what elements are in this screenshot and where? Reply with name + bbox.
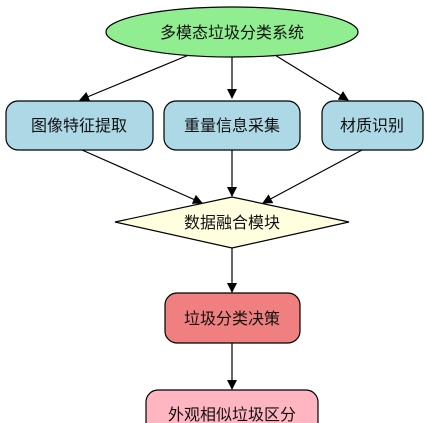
weight-info-shape — [163, 100, 301, 151]
node-output: 外观相似垃圾区分 — [145, 389, 319, 423]
material-label: 材质识别 — [340, 116, 404, 135]
material-shape — [321, 100, 424, 151]
decision-shape — [164, 292, 301, 344]
node-fusion: 数据融合模块 — [114, 196, 350, 249]
fusion-shape — [114, 196, 350, 249]
image-feature-shape — [5, 100, 154, 151]
node-material: 材质识别 — [321, 100, 424, 151]
node-root: 多模态垃圾分类系统 — [105, 6, 359, 58]
fusion-label: 数据融合模块 — [184, 213, 280, 232]
root-label: 多模态垃圾分类系统 — [160, 23, 304, 42]
weight-info-label: 重量信息采集 — [184, 116, 280, 135]
edge-material-to-fusion — [262, 149, 363, 204]
edge-root-to-material — [269, 51, 349, 101]
output-label: 外观相似垃圾区分 — [168, 405, 296, 423]
edge-image-to-fusion — [81, 149, 203, 204]
node-image-feature: 图像特征提取 — [5, 100, 154, 151]
image-feature-label: 图像特征提取 — [31, 116, 127, 135]
edge-root-to-image — [79, 51, 197, 102]
edges — [79, 51, 363, 390]
output-shape — [145, 389, 319, 423]
decision-label: 垃圾分类决策 — [184, 309, 280, 328]
node-decision: 垃圾分类决策 — [164, 292, 301, 344]
root-shape — [105, 6, 359, 58]
node-weight-info: 重量信息采集 — [163, 100, 301, 151]
